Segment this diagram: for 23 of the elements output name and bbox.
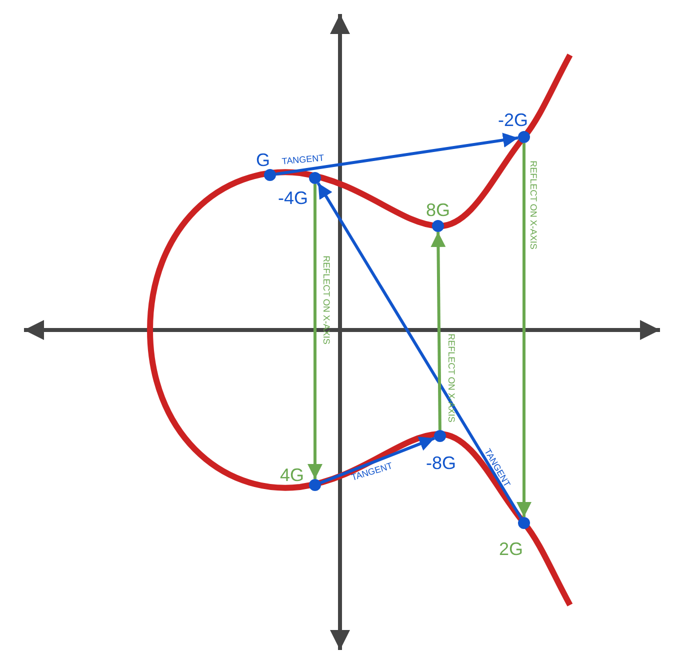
point-label: 2G — [499, 540, 523, 558]
arrow — [308, 184, 322, 479]
point-dot — [309, 172, 321, 184]
point-dot — [432, 220, 444, 232]
edge-label: REFLECT ON X-AXIS — [322, 256, 330, 344]
point-label: G — [256, 151, 270, 169]
arrow — [320, 436, 435, 484]
point-label: -2G — [498, 111, 528, 129]
point-dot — [309, 479, 321, 491]
arrow — [276, 132, 518, 176]
arrow — [316, 182, 522, 519]
point-label: 8G — [426, 201, 450, 219]
point-label: 4G — [280, 466, 304, 484]
arrow — [430, 232, 446, 430]
edge-label: REFLECT ON X-AXIS — [528, 160, 538, 250]
edge-label: TANGENT — [282, 154, 324, 166]
point-dot — [434, 430, 446, 442]
point-dot — [518, 517, 530, 529]
point-dot — [264, 169, 276, 181]
point-label: -8G — [426, 454, 456, 472]
edge-label: REFLECT ON X-AXIS — [446, 334, 456, 422]
point-label: -4G — [278, 189, 308, 207]
point-dot — [518, 131, 530, 143]
